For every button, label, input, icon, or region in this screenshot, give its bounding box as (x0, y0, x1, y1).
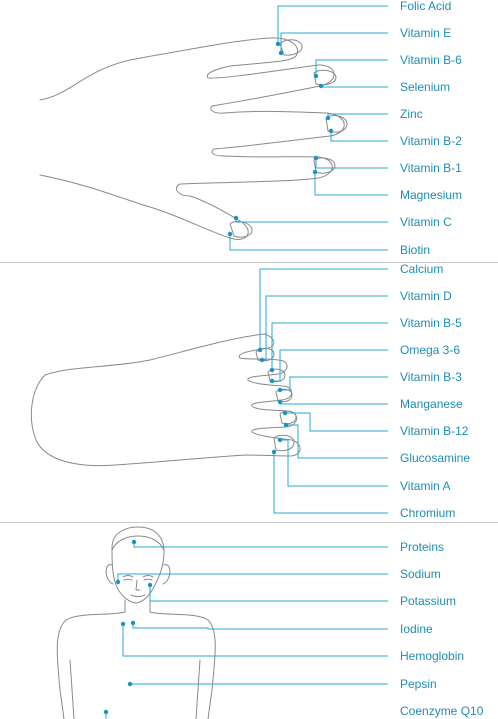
marker-dots (103, 41, 334, 715)
label-hemoglobin: Hemoglobin (400, 649, 464, 663)
dot-vitamin-c (233, 215, 239, 221)
leader-proteins (133, 542, 388, 548)
dot-glucosamine (283, 422, 289, 428)
dot-vitamin-b1 (313, 155, 319, 161)
leader-folic-acid (277, 5, 388, 44)
label-folic-acid: Folic Acid (400, 0, 451, 13)
body-labels: Proteins Sodium Potassium Iodine Hemoglo… (400, 540, 484, 718)
label-biotin: Biotin (400, 243, 430, 257)
leader-vitamin-e (280, 32, 388, 52)
leader-hemoglobin (122, 624, 388, 657)
label-potassium: Potassium (400, 594, 456, 608)
leader-potassium (149, 585, 388, 602)
dot-biotin (227, 231, 233, 237)
dot-vitamin-a (277, 437, 283, 443)
hand-leaders (229, 5, 388, 251)
label-vitamin-c: Vitamin C (400, 215, 452, 229)
leader-vitamin-b2 (330, 132, 388, 142)
leader-chromium (273, 452, 388, 514)
dot-vitamin-b2 (328, 128, 334, 134)
dot-vitamin-b5 (269, 367, 275, 373)
leader-glucosamine (286, 424, 388, 459)
dot-zinc (325, 115, 331, 121)
dot-pepsin (127, 681, 133, 687)
label-vitamin-e: Vitamin E (400, 26, 451, 40)
dot-vitamin-b3 (277, 387, 283, 393)
dot-iodine (130, 620, 136, 626)
label-vitamin-b3: Vitamin B-3 (400, 370, 462, 384)
label-omega: Omega 3-6 (400, 343, 460, 357)
leader-iodine (132, 624, 388, 630)
dot-vitamin-b12 (282, 410, 288, 416)
dot-chromium (271, 449, 277, 455)
label-vitamin-b1: Vitamin B-1 (400, 161, 462, 175)
leader-vitamin-c (235, 219, 388, 223)
dot-selenium (318, 83, 324, 89)
label-glucosamine: Glucosamine (400, 451, 470, 465)
label-coenzyme: Coenzyme Q10 (400, 704, 484, 718)
leader-sodium (117, 573, 388, 582)
leader-vitamin-b3 (280, 376, 388, 391)
body-leaders (105, 542, 388, 719)
dot-vitamin-b6 (313, 73, 319, 79)
leader-vitamin-b1 (315, 158, 388, 169)
label-manganese: Manganese (400, 397, 463, 411)
leader-biotin (229, 234, 388, 251)
leader-manganese (279, 402, 388, 405)
label-pepsin: Pepsin (400, 677, 437, 691)
leader-vitamin-b12 (285, 412, 388, 432)
dot-proteins (131, 539, 137, 545)
dot-calcium (257, 347, 263, 353)
label-vitamin-b6: Vitamin B-6 (400, 53, 462, 67)
label-zinc: Zinc (400, 107, 423, 121)
dot-vitamin-e (278, 50, 284, 56)
leader-magnesium (314, 173, 388, 196)
dot-omega (269, 378, 275, 384)
label-vitamin-b12: Vitamin B-12 (400, 424, 469, 438)
dot-folic-acid (275, 41, 281, 47)
hand-labels: Folic Acid Vitamin E Vitamin B-6 Seleniu… (400, 0, 462, 257)
leader-vitamin-b6 (315, 59, 388, 76)
leader-vitamin-a (280, 439, 388, 487)
label-iodine: Iodine (400, 622, 433, 636)
label-sodium: Sodium (400, 567, 441, 581)
label-chromium: Chromium (400, 506, 455, 520)
dot-potassium (147, 582, 153, 588)
label-calcium: Calcium (400, 262, 443, 276)
label-vitamin-b2: Vitamin B-2 (400, 134, 462, 148)
body-outline (56, 526, 216, 719)
dot-manganese (277, 399, 283, 405)
dot-sodium (115, 579, 121, 585)
label-vitamin-a: Vitamin A (400, 479, 450, 493)
dot-vitamin-d (259, 357, 265, 363)
foot-labels: Calcium Vitamin D Vitamin B-5 Omega 3-6 … (400, 262, 470, 520)
dot-magnesium (312, 169, 318, 175)
foot-outline (30, 333, 301, 467)
label-magnesium: Magnesium (400, 188, 462, 202)
label-vitamin-b5: Vitamin B-5 (400, 316, 462, 330)
label-selenium: Selenium (400, 80, 450, 94)
leader-omega (272, 349, 388, 382)
leader-vitamin-b5 (271, 322, 388, 370)
leader-calcium (259, 268, 388, 350)
dot-coenzyme (103, 709, 109, 715)
dot-hemoglobin (120, 621, 126, 627)
hand-outline (39, 37, 348, 240)
label-vitamin-d: Vitamin D (400, 289, 452, 303)
label-proteins: Proteins (400, 540, 444, 554)
